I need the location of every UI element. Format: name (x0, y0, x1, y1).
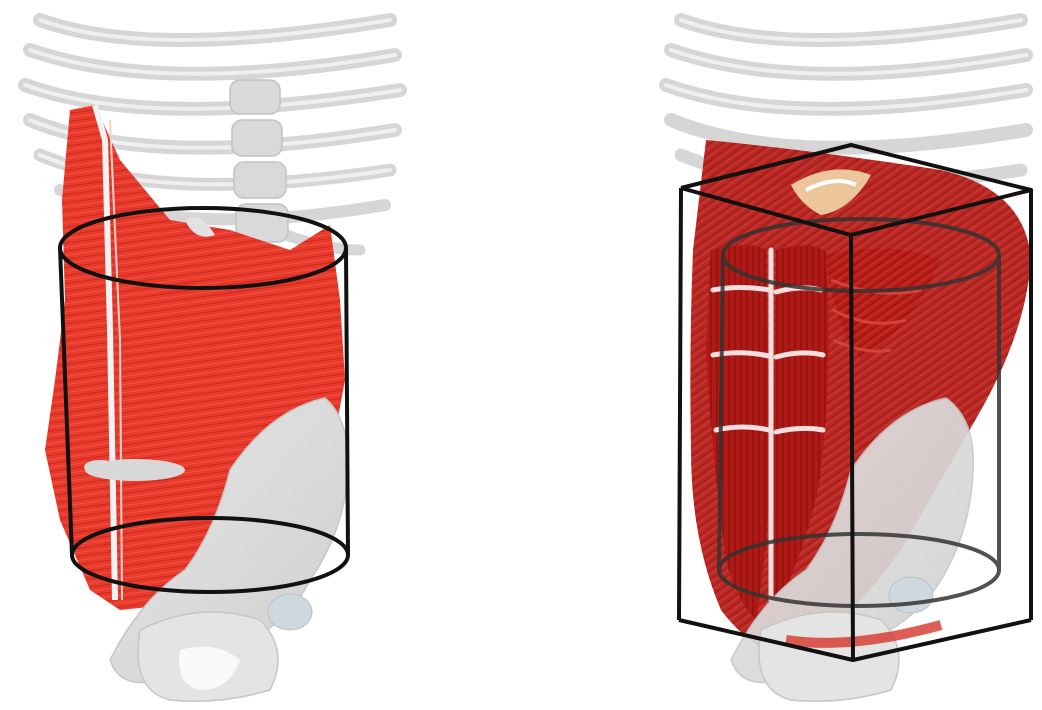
left-illustration (0, 0, 521, 710)
right-panel (521, 0, 1042, 710)
spine (230, 80, 288, 242)
left-panel (0, 0, 521, 710)
right-illustration (521, 0, 1042, 710)
